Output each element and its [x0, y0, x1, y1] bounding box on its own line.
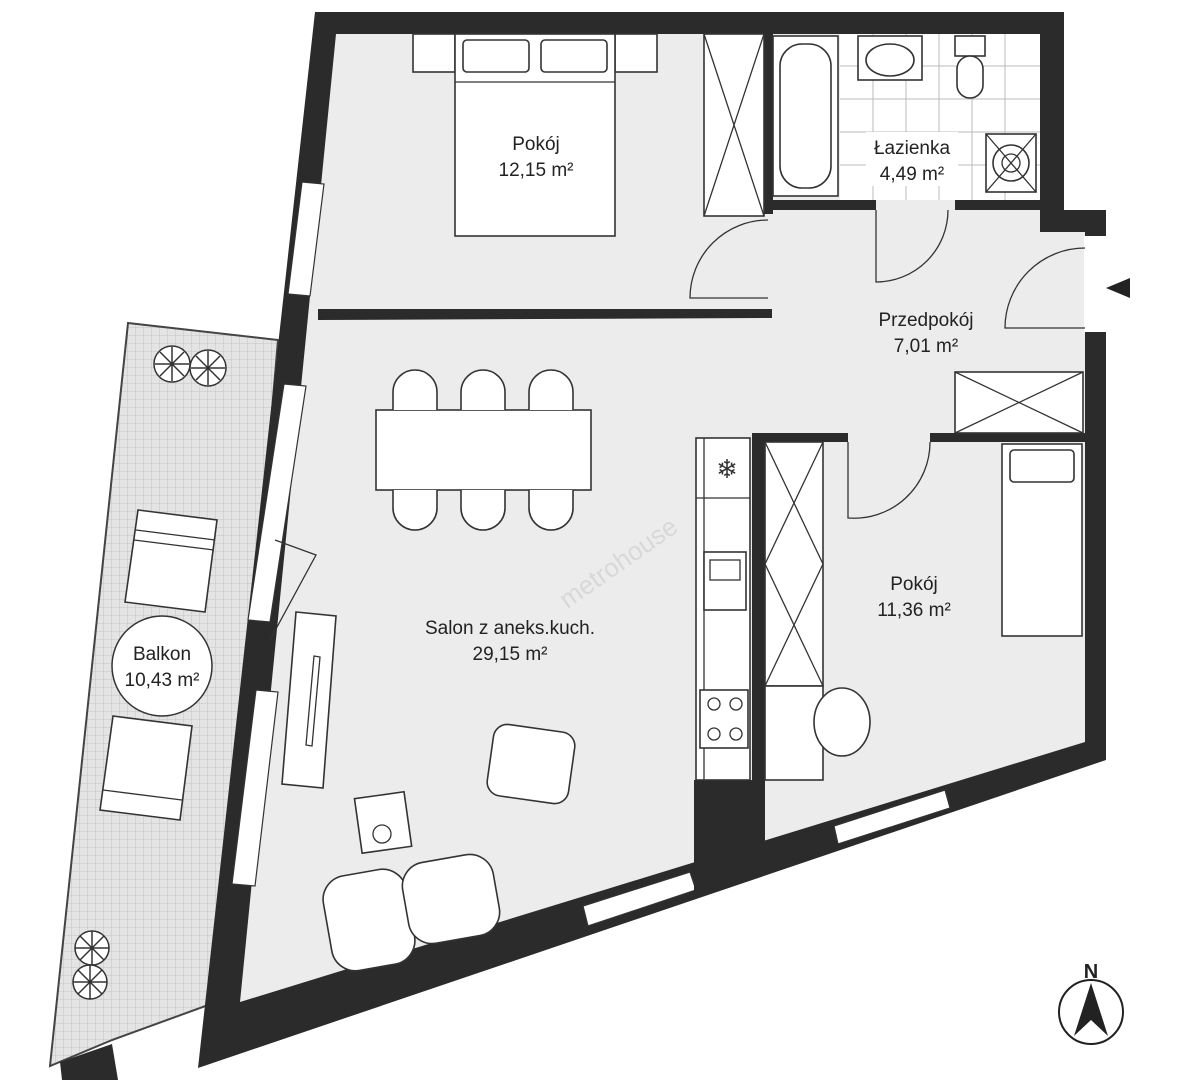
room-label-pokoj-2: Pokój 11,36 m² [877, 574, 951, 621]
svg-text:Balkon: Balkon [133, 644, 191, 665]
single-bed [1001, 443, 1083, 637]
plant-icon [72, 930, 110, 1000]
desk [764, 685, 871, 781]
svg-text:29,15 m²: 29,15 m² [473, 644, 548, 665]
side-table-lamp-icon [353, 790, 413, 855]
room-label-salon: Salon z aneks.kuch. 29,15 m² [425, 618, 595, 665]
entrance-arrow-icon [1106, 278, 1130, 298]
room-label-lazienka: Łazienka 4,49 m² [866, 132, 958, 186]
interior-walls [318, 34, 1085, 895]
room-label-balkon: Balkon 10,43 m² [111, 615, 213, 717]
svg-text:Przedpokój: Przedpokój [878, 310, 973, 331]
lounge-chair [99, 715, 193, 821]
cooktop [699, 689, 749, 749]
svg-text:Łazienka: Łazienka [874, 138, 950, 159]
armchair [486, 723, 576, 805]
svg-text:11,36 m²: 11,36 m² [877, 600, 951, 621]
svg-text:12,15 m²: 12,15 m² [499, 160, 574, 181]
room-label-pokoj-1: Pokój 12,15 m² [499, 134, 574, 181]
entrance-opening [1084, 236, 1108, 332]
toilet [954, 35, 986, 99]
dining-table [375, 369, 592, 531]
plant-icon [153, 345, 227, 387]
room-label-przedpokoj: Przedpokój 7,01 m² [878, 310, 973, 357]
sink [703, 551, 747, 611]
svg-text:Pokój: Pokój [890, 574, 938, 595]
lounge-chair [124, 509, 218, 613]
svg-text:N: N [1084, 961, 1098, 983]
svg-text:Salon z aneks.kuch.: Salon z aneks.kuch. [425, 618, 595, 639]
washbasin [857, 35, 923, 81]
wardrobe-2 [764, 441, 824, 687]
sofa [322, 853, 501, 972]
svg-text:10,43 m²: 10,43 m² [125, 670, 200, 691]
bathtub [772, 35, 839, 197]
windows [231, 181, 951, 927]
hall-wardrobe [954, 371, 1084, 434]
svg-text:7,01 m²: 7,01 m² [894, 336, 958, 357]
north-compass-icon: N [1058, 961, 1124, 1045]
tv-console [281, 611, 337, 789]
svg-text:Pokój: Pokój [512, 134, 560, 155]
doors [269, 209, 1130, 641]
fridge-snowflake-icon: ❄ [716, 454, 738, 484]
exterior-walls [198, 12, 1108, 1068]
wardrobe [703, 33, 765, 217]
svg-text:4,49 m²: 4,49 m² [880, 164, 944, 185]
kitchen-counter: ❄ [695, 437, 751, 781]
double-bed [412, 33, 658, 237]
shower-drain-icon [985, 133, 1037, 193]
